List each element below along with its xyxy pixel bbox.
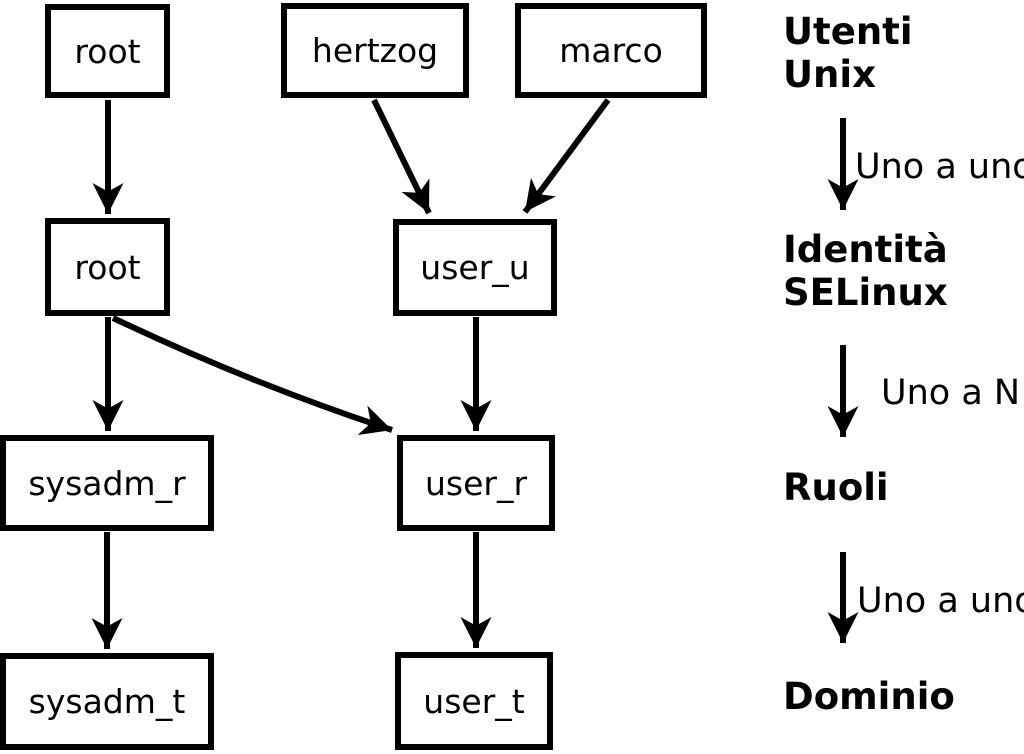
legend-ruoli: Ruoli: [783, 466, 889, 509]
node-domain-user-t: user_t: [395, 652, 553, 750]
node-unix-marco: marco: [515, 3, 707, 98]
legend-utenti-line1: Utenti: [783, 10, 913, 53]
legend-identita-selinux: Identità SELinux: [783, 228, 948, 314]
node-selinux-user-u: user_u: [393, 219, 557, 316]
node-unix-root: root: [45, 4, 170, 98]
arrow-marco-to-user-u: [522, 98, 611, 214]
arrow-selinux-root-to-user-r: [111, 315, 393, 436]
legend-rel-uno-a-uno-1: Uno a uno: [855, 147, 1024, 187]
node-domain-sysadm-t: sysadm_t: [0, 653, 214, 750]
legend-utenti-unix: Utenti Unix: [783, 10, 913, 96]
node-role-user-r: user_r: [397, 435, 555, 531]
node-selinux-root: root: [45, 218, 170, 316]
legend-identita-line2: SELinux: [783, 271, 948, 314]
node-unix-hertzog: hertzog: [281, 3, 469, 98]
arrow-hertzog-to-user-u: [371, 98, 432, 215]
legend-utenti-line2: Unix: [783, 53, 876, 96]
legend-identita-line1: Identità: [783, 228, 948, 271]
legend-rel-uno-a-n: Uno a N: [881, 373, 1021, 413]
legend-rel-uno-a-uno-2: Uno a uno: [857, 581, 1024, 621]
node-role-sysadm-r: sysadm_r: [0, 435, 214, 531]
legend-dominio: Dominio: [783, 675, 955, 718]
